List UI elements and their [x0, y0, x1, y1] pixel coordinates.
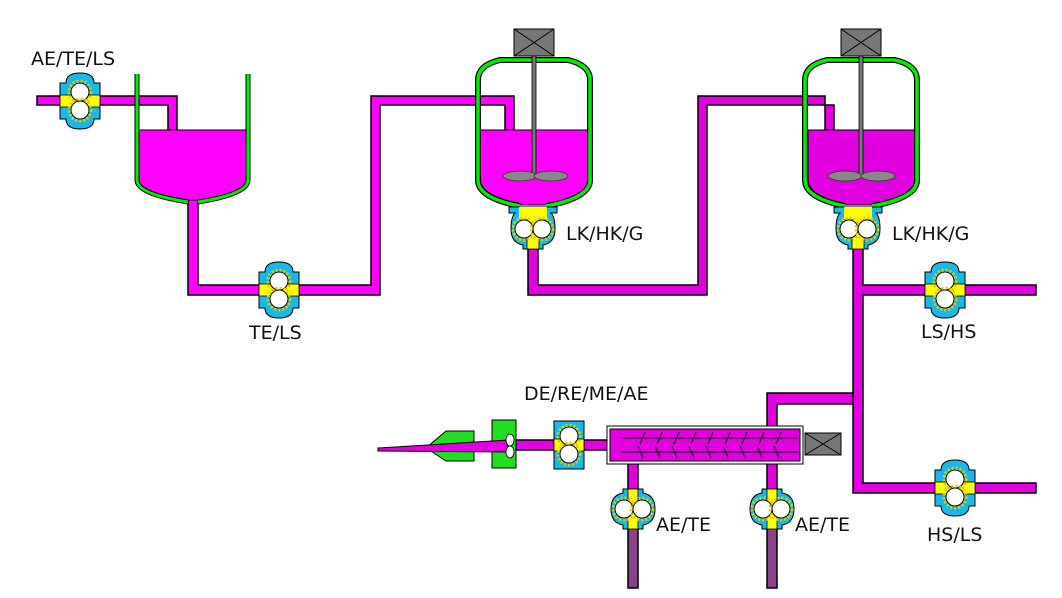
agitator-shaft: [858, 55, 864, 177]
feed-pump-right[interactable]: [749, 488, 795, 530]
label-extruder-pump: DE/RE/ME/AE: [524, 383, 648, 405]
agitator-shaft: [531, 55, 537, 177]
screw-flight-lower: [773, 445, 780, 459]
extruder: [606, 425, 842, 465]
screw-flight-upper: [707, 431, 714, 445]
impeller-blade: [827, 170, 863, 182]
screw-flight-upper: [758, 431, 765, 445]
die: [377, 419, 517, 469]
label-branch-lower-pump: HS/LS: [927, 524, 982, 546]
extruder-feed-pipe: [766, 392, 854, 431]
label-feed-pump-left: AE/TE: [656, 514, 711, 536]
reactor-2: [802, 28, 920, 209]
impeller-blade: [860, 170, 896, 182]
screw-flight-upper: [724, 431, 731, 445]
reactor-1-pump[interactable]: [508, 206, 558, 250]
screw-flight-lower: [756, 445, 763, 459]
label-inlet-pump: AE/TE/LS: [31, 48, 115, 70]
screw-flight-lower: [705, 445, 712, 459]
screw-flight-upper: [656, 431, 663, 445]
screw-flight-upper: [690, 431, 697, 445]
branch-lower-pump[interactable]: [934, 459, 976, 517]
label-reactor-2-pump: LK/HK/G: [892, 223, 969, 245]
transfer-pipe: [187, 95, 515, 296]
impeller-blade: [533, 170, 569, 182]
screw-flight-lower: [671, 445, 678, 459]
inlet-pipe: [36, 95, 178, 131]
branch-upper-pump[interactable]: [924, 261, 966, 319]
screw-flights: [637, 431, 782, 459]
drain-pipe-right: [766, 527, 778, 589]
screw-flight-lower: [654, 445, 661, 459]
label-reactor-1-pump: LK/HK/G: [566, 223, 643, 245]
label-branch-upper-pump: LS/HS: [921, 321, 976, 343]
reactor-2-pump[interactable]: [833, 206, 883, 250]
screw-flight-upper: [639, 431, 646, 445]
drain-pipe-left: [627, 527, 639, 589]
reactor-1: [475, 28, 593, 209]
feed-pump-left[interactable]: [610, 488, 656, 530]
inlet-pump[interactable]: [59, 72, 101, 130]
impeller-blade: [502, 170, 538, 182]
screw-flight-lower: [637, 445, 644, 459]
screw-flight-lower: [722, 445, 729, 459]
screw-flight-lower: [688, 445, 695, 459]
screw-flight-upper: [741, 431, 748, 445]
transfer-pump[interactable]: [258, 261, 300, 319]
label-feed-pump-right: AE/TE: [795, 514, 850, 536]
label-transfer-pump: TE/LS: [248, 322, 302, 344]
screw-flight-lower: [739, 445, 746, 459]
screw-flight-upper: [673, 431, 680, 445]
screw-flight-upper: [775, 431, 782, 445]
feed-tank: [134, 74, 251, 205]
extruder-pump[interactable]: [553, 420, 585, 470]
